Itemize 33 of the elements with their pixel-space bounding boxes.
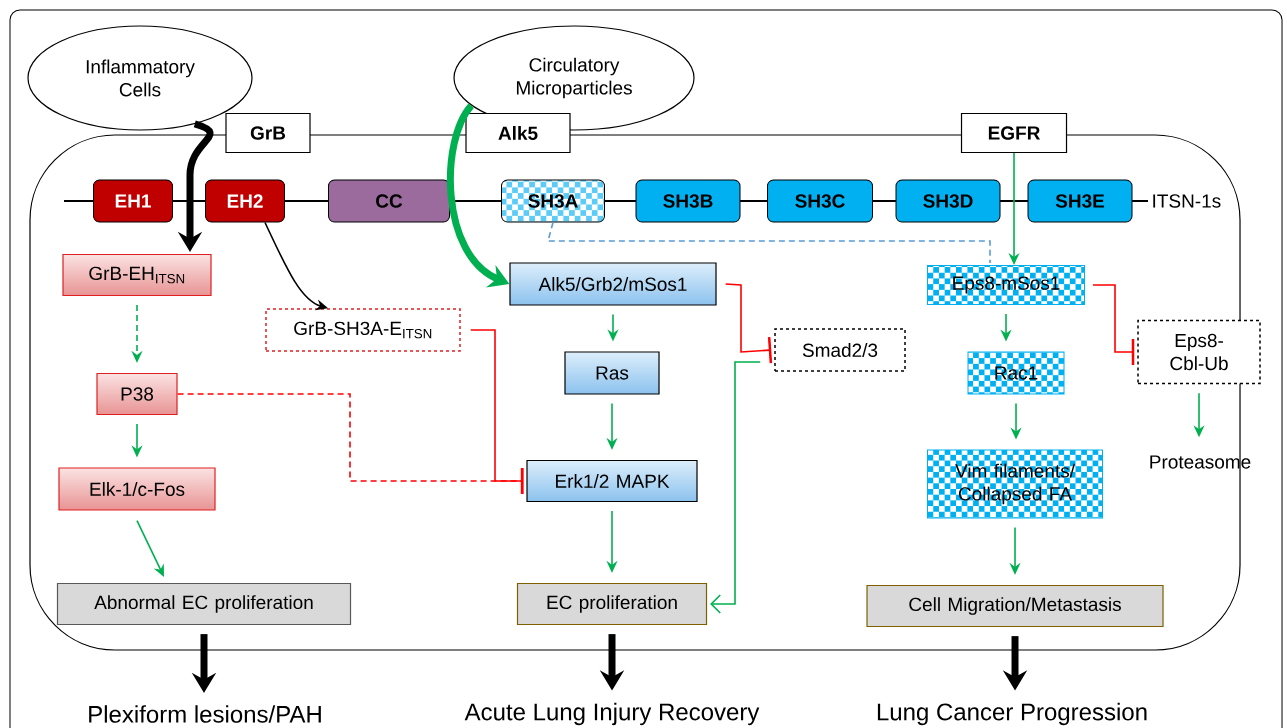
domain-box: SH3A xyxy=(501,179,605,223)
protein-box: Ras xyxy=(564,351,660,395)
receptor-box: EGFR xyxy=(960,112,1068,154)
domain-box: EH1 xyxy=(93,179,173,223)
protein-box: Erk1/2 MAPK xyxy=(526,459,698,503)
outcome-box: Cell Migration/Metastasis xyxy=(866,584,1164,628)
protein-box: Elk-1/c-Fos xyxy=(58,467,216,511)
inhibition-line xyxy=(724,283,773,364)
inhibition-line xyxy=(469,329,524,494)
inhibition-line xyxy=(1092,284,1135,365)
domain-box: SH3C xyxy=(767,179,873,223)
protein-box: P38 xyxy=(96,372,178,416)
receptor-box: GrB xyxy=(225,112,311,154)
protein-label: ITSN-1s xyxy=(1153,194,1221,208)
outcome-box: EC proliferation xyxy=(516,582,708,626)
domain-box: SH3D xyxy=(895,179,1001,223)
domain-box: SH3E xyxy=(1027,179,1133,223)
protein-box: Eps8-Cbl-Ub xyxy=(1137,319,1261,385)
protein-box: GrB-SH3A-E$_{ITSN}$ xyxy=(265,308,461,352)
receptor-box: Alk5 xyxy=(465,112,571,154)
outcome-label: Lung Cancer Progression xyxy=(877,702,1147,726)
domain-box: EH2 xyxy=(205,179,285,223)
connector-line xyxy=(546,221,991,264)
outcome-box: Abnormal EC proliferation xyxy=(56,582,352,626)
protein-box: Eps8-mSos1 xyxy=(927,265,1085,305)
domain-box: CC xyxy=(328,179,450,223)
protein-box: Smad2/3 xyxy=(774,328,906,372)
outcome-label: Plexiform lesions/PAH xyxy=(89,705,321,723)
protein-box: GrB-EH$_{ITSN}$ xyxy=(62,253,212,297)
outcome-label: Acute Lung Injury Recovery xyxy=(464,702,760,726)
domain-box: SH3B xyxy=(635,179,741,223)
arrow xyxy=(710,361,762,614)
protein-box: Alk5/Grb2/mSos1 xyxy=(509,262,717,306)
